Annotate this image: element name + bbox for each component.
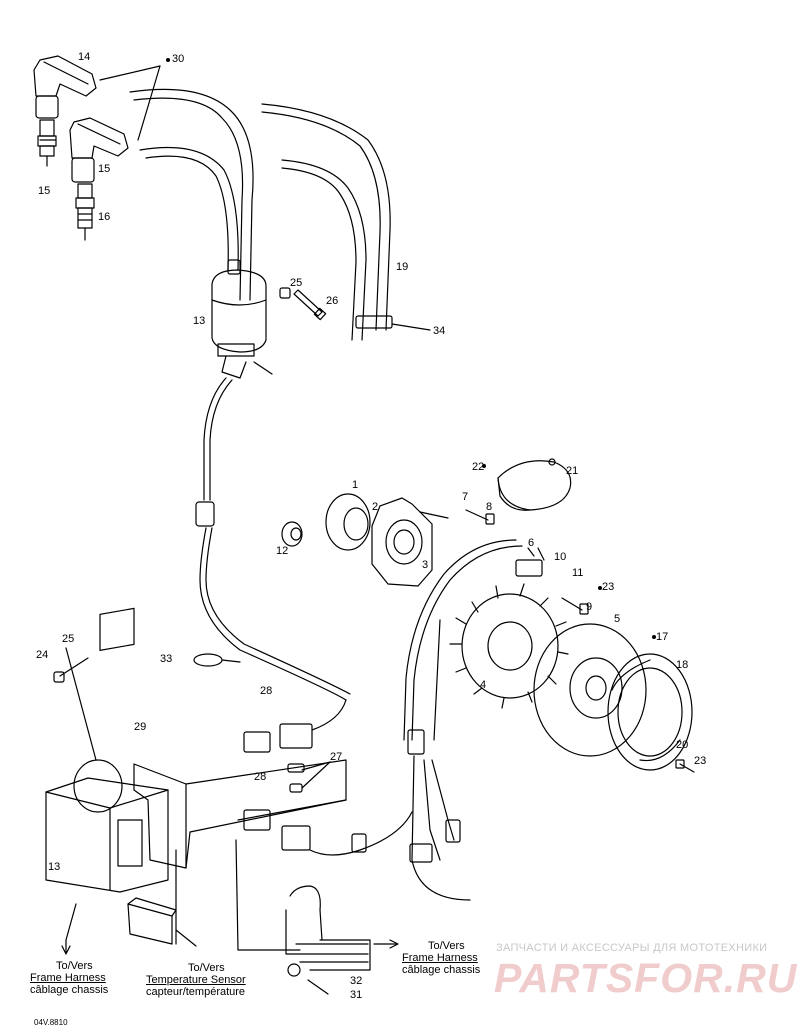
spark-plug-upper (37, 119, 57, 167)
note-temperature-sensor: To/Vers Temperature Sensor capteur/tempé… (146, 962, 246, 998)
starting-pulley (607, 653, 693, 771)
drawing-code: 04V.8810 (34, 1018, 68, 1027)
callout-16-upper: 15 (38, 185, 51, 197)
callout-1: 1 (352, 479, 359, 491)
callout-28-upper: 28 (260, 685, 273, 697)
callout-23-top: 22 (472, 461, 485, 473)
oil-seal (325, 493, 371, 551)
note-frame-harness-left: To/Vers Frame Harness câblage chassis (30, 960, 108, 996)
callout-31: 31 (350, 989, 363, 1001)
callout-2: 2 (372, 501, 379, 513)
stator (449, 583, 569, 709)
callout-28-lower: 28 (254, 771, 267, 783)
flywheel (533, 623, 647, 757)
tie-strap (193, 653, 241, 667)
callout-9: 9 (586, 601, 593, 613)
callout-21: 19 (396, 261, 409, 273)
bolt-20 (675, 759, 695, 773)
callout-23-mid: 23 (602, 581, 615, 593)
bracket (133, 759, 347, 869)
note-cablage-chassis: câblage chassis (30, 984, 109, 996)
callout-15-lower: 15 (98, 163, 111, 175)
callout-20: 23 (694, 755, 707, 767)
callout-34: 34 (433, 325, 446, 337)
ignition-module (45, 777, 169, 893)
spark-plug-cap-lower (69, 117, 129, 183)
callout-26: 26 (326, 295, 339, 307)
timing-cover (497, 458, 572, 511)
note-to-vers: To/Vers (188, 962, 225, 974)
callout-5: 5 (614, 613, 621, 625)
callout-24: 24 (36, 649, 49, 661)
high-tension-wires (129, 88, 391, 341)
callout-8: 8 (486, 501, 493, 513)
note-frame-harness: Frame Harness (30, 972, 106, 984)
callout-7: 7 (462, 491, 469, 503)
note-frame-harness: Frame Harness (402, 952, 478, 964)
callout-25-lower: 25 (62, 633, 75, 645)
bolt-9 (561, 597, 589, 615)
callout-17: 17 (656, 631, 669, 643)
callout-14: 13 (193, 315, 206, 327)
bearing (281, 521, 303, 547)
callout-19: 20 (676, 739, 689, 751)
wire-clamp (355, 315, 431, 331)
callout-4: 4 (480, 679, 487, 691)
callout-29: 29 (134, 721, 147, 733)
callout-6: 6 (528, 537, 535, 549)
callout-18: 18 (676, 659, 689, 671)
note-capteur-temperature: capteur/température (146, 986, 246, 998)
magneto-housing (371, 497, 449, 587)
temperature-relay (127, 897, 177, 945)
callout-25-upper: 25 (290, 277, 303, 289)
spark-plug-lower (75, 183, 95, 241)
coil-bolt (293, 289, 327, 321)
callout-11: 11 (572, 567, 584, 579)
ignition-coil (211, 259, 291, 379)
connector-lower (243, 809, 367, 853)
trigger-coil (515, 547, 545, 577)
note-frame-harness-right: To/Vers Frame Harness câblage chassis (402, 940, 480, 976)
callout-12: 12 (276, 545, 289, 557)
callout-3: 3 (422, 559, 429, 571)
spark-plug-cap-upper (33, 55, 97, 119)
callout-16-lower: 16 (98, 211, 111, 223)
watermark-logo: PARTSFOR.RU (494, 955, 798, 1001)
connector-upper (243, 699, 347, 753)
callout-22: 21 (566, 465, 579, 477)
note-cablage-chassis: câblage chassis (402, 964, 481, 976)
watermark-tagline: ЗАПЧАСТИ И АКСЕССУАРЫ ДЛЯ МОТОТЕХНИКИ (496, 942, 768, 954)
callout-30: 30 (172, 53, 185, 65)
note-temperature-sensor-label: Temperature Sensor (146, 974, 246, 986)
screw-24 (53, 607, 135, 683)
note-to-vers: To/Vers (428, 940, 465, 952)
detail-circle (73, 759, 123, 813)
callout-33: 33 (160, 653, 173, 665)
callout-27: 27 (330, 751, 343, 763)
note-to-vers: To/Vers (56, 960, 93, 972)
callout-32: 32 (350, 975, 363, 987)
screw-8 (465, 509, 495, 525)
callout-15-upper: 14 (78, 51, 91, 63)
callout-13: 13 (48, 861, 61, 873)
callout-10: 10 (554, 551, 567, 563)
